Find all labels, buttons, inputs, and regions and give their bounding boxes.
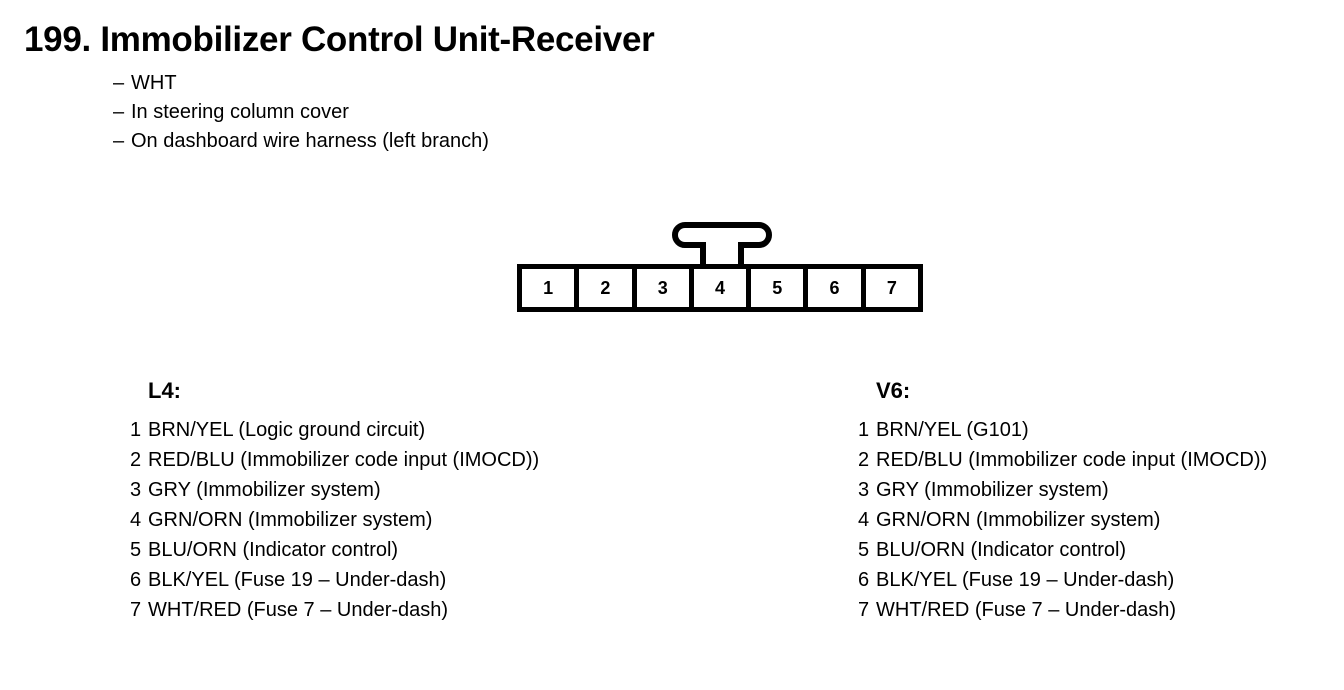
connector-diagram: 1 2 3 4 5 6 7 — [517, 222, 923, 312]
pin-table-v6: V6: 1 BRN/YEL (G101) 2 RED/BLU (Immobili… — [858, 378, 1267, 629]
page-title: 199. Immobilizer Control Unit-Receiver — [24, 20, 655, 59]
terminal-cell: 2 — [579, 269, 632, 307]
list-item: – On dashboard wire harness (left branch… — [113, 130, 489, 159]
note-text: WHT — [131, 72, 177, 94]
pin-description: BLK/YEL (Fuse 19 – Under-dash) — [148, 569, 447, 591]
pin-number: 5 — [130, 539, 142, 561]
dash-icon: – — [113, 130, 125, 152]
pin-row: 1 BRN/YEL (G101) — [858, 419, 1267, 449]
pin-row: 6 BLK/YEL (Fuse 19 – Under-dash) — [130, 569, 539, 599]
pin-number: 1 — [130, 419, 142, 441]
pin-row: 4 GRN/ORN (Immobilizer system) — [858, 509, 1267, 539]
dash-icon: – — [113, 72, 125, 94]
note-text: In steering column cover — [131, 101, 349, 123]
list-item: – In steering column cover — [113, 101, 489, 130]
pin-number: 1 — [858, 419, 870, 441]
connector-lock-neck-icon — [700, 242, 744, 266]
pin-description: WHT/RED (Fuse 7 – Under-dash) — [148, 599, 449, 621]
pin-number: 7 — [858, 599, 870, 621]
list-item: – WHT — [113, 72, 489, 101]
pin-description: GRN/ORN (Immobilizer system) — [148, 509, 433, 531]
dash-icon: – — [113, 101, 125, 123]
pin-number: 5 — [858, 539, 870, 561]
pin-description: BLU/ORN (Indicator control) — [148, 539, 399, 561]
pin-description: GRY (Immobilizer system) — [148, 479, 381, 501]
pin-number: 4 — [858, 509, 870, 531]
pin-description: GRN/ORN (Immobilizer system) — [876, 509, 1161, 531]
pin-number: 2 — [858, 449, 870, 471]
pin-row: 3 GRY (Immobilizer system) — [858, 479, 1267, 509]
pin-number: 7 — [130, 599, 142, 621]
pin-number: 2 — [130, 449, 142, 471]
pin-description: BRN/YEL (Logic ground circuit) — [148, 419, 426, 441]
pin-row: 4 GRN/ORN (Immobilizer system) — [130, 509, 539, 539]
pin-row: 1 BRN/YEL (Logic ground circuit) — [130, 419, 539, 449]
pin-row: 5 BLU/ORN (Indicator control) — [858, 539, 1267, 569]
pin-number: 4 — [130, 509, 142, 531]
pin-row: 5 BLU/ORN (Indicator control) — [130, 539, 539, 569]
pin-description: BLU/ORN (Indicator control) — [876, 539, 1127, 561]
terminal-cell: 4 — [693, 269, 747, 307]
note-list: – WHT – In steering column cover – On da… — [113, 72, 489, 159]
terminal-cell: 3 — [636, 269, 689, 307]
pin-row: 3 GRY (Immobilizer system) — [130, 479, 539, 509]
pin-number: 6 — [130, 569, 142, 591]
pin-number: 3 — [130, 479, 142, 501]
terminal-cell: 7 — [865, 269, 918, 307]
pin-row: 2 RED/BLU (Immobilizer code input (IMOCD… — [858, 449, 1267, 479]
terminal-cell: 6 — [808, 269, 861, 307]
terminal-cell: 1 — [522, 269, 575, 307]
pin-table-heading: V6: — [876, 378, 911, 403]
terminal-cell: 5 — [751, 269, 804, 307]
pin-row: 6 BLK/YEL (Fuse 19 – Under-dash) — [858, 569, 1267, 599]
pin-description: RED/BLU (Immobilizer code input (IMOCD)) — [876, 449, 1268, 471]
pin-number: 3 — [858, 479, 870, 501]
pin-description: BLK/YEL (Fuse 19 – Under-dash) — [876, 569, 1175, 591]
pin-table-l4: L4: 1 BRN/YEL (Logic ground circuit) 2 R… — [130, 378, 539, 629]
pin-description: BRN/YEL (G101) — [876, 419, 1029, 441]
pin-row: 7 WHT/RED (Fuse 7 – Under-dash) — [858, 599, 1267, 629]
pin-number: 6 — [858, 569, 870, 591]
pin-row: 7 WHT/RED (Fuse 7 – Under-dash) — [130, 599, 539, 629]
pin-description: WHT/RED (Fuse 7 – Under-dash) — [876, 599, 1177, 621]
connector-body: 1 2 3 4 5 6 7 — [517, 264, 923, 312]
note-text: On dashboard wire harness (left branch) — [131, 130, 489, 152]
pin-table-heading: L4: — [148, 378, 181, 403]
pin-row: 2 RED/BLU (Immobilizer code input (IMOCD… — [130, 449, 539, 479]
pin-description: GRY (Immobilizer system) — [876, 479, 1109, 501]
pin-description: RED/BLU (Immobilizer code input (IMOCD)) — [148, 449, 540, 471]
